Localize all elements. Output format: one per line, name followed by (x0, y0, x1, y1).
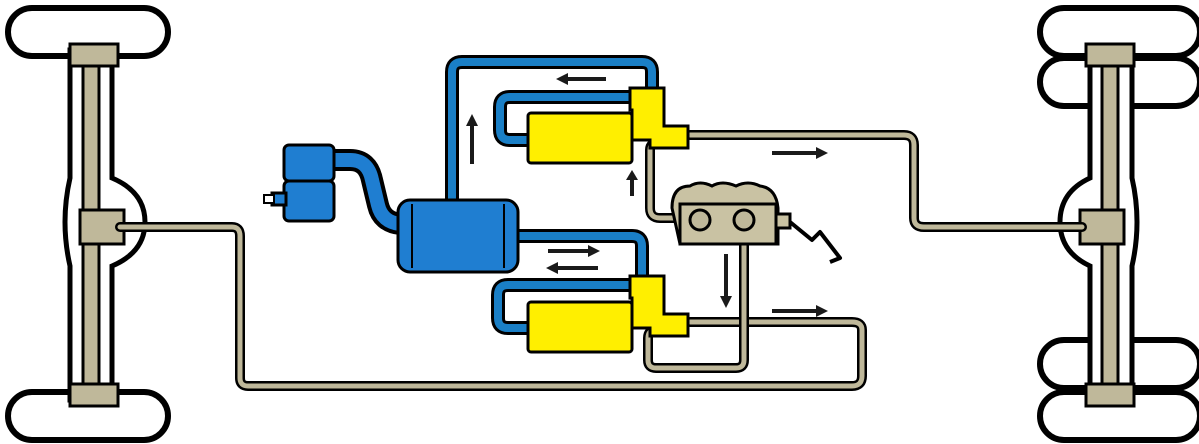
master-cylinder-icon (670, 181, 792, 246)
upper-brake-booster-icon (526, 86, 690, 165)
arrow-icon (772, 305, 828, 317)
arrow-icon (546, 262, 598, 274)
arrow-icon (772, 147, 828, 159)
reservoir-icon (396, 198, 520, 274)
vacuum-pump-icon (263, 143, 336, 223)
rear-axle-assembly (1037, 5, 1199, 443)
lower-brake-booster-icon (526, 274, 690, 354)
rear-bottom-fitting (1084, 382, 1136, 408)
front-bottom-fitting (68, 382, 120, 408)
vacuum-lines (319, 55, 659, 335)
brake-pedal-icon (788, 220, 842, 264)
flow-arrows (466, 73, 828, 317)
arrow-icon (626, 170, 638, 196)
arrow-icon (556, 73, 606, 85)
rear-top-fitting (1084, 42, 1136, 68)
front-top-fitting (68, 42, 120, 68)
arrow-icon (466, 114, 478, 164)
arrow-icon (548, 245, 600, 257)
front-axle-assembly (5, 5, 171, 443)
arrow-icon (720, 254, 732, 308)
